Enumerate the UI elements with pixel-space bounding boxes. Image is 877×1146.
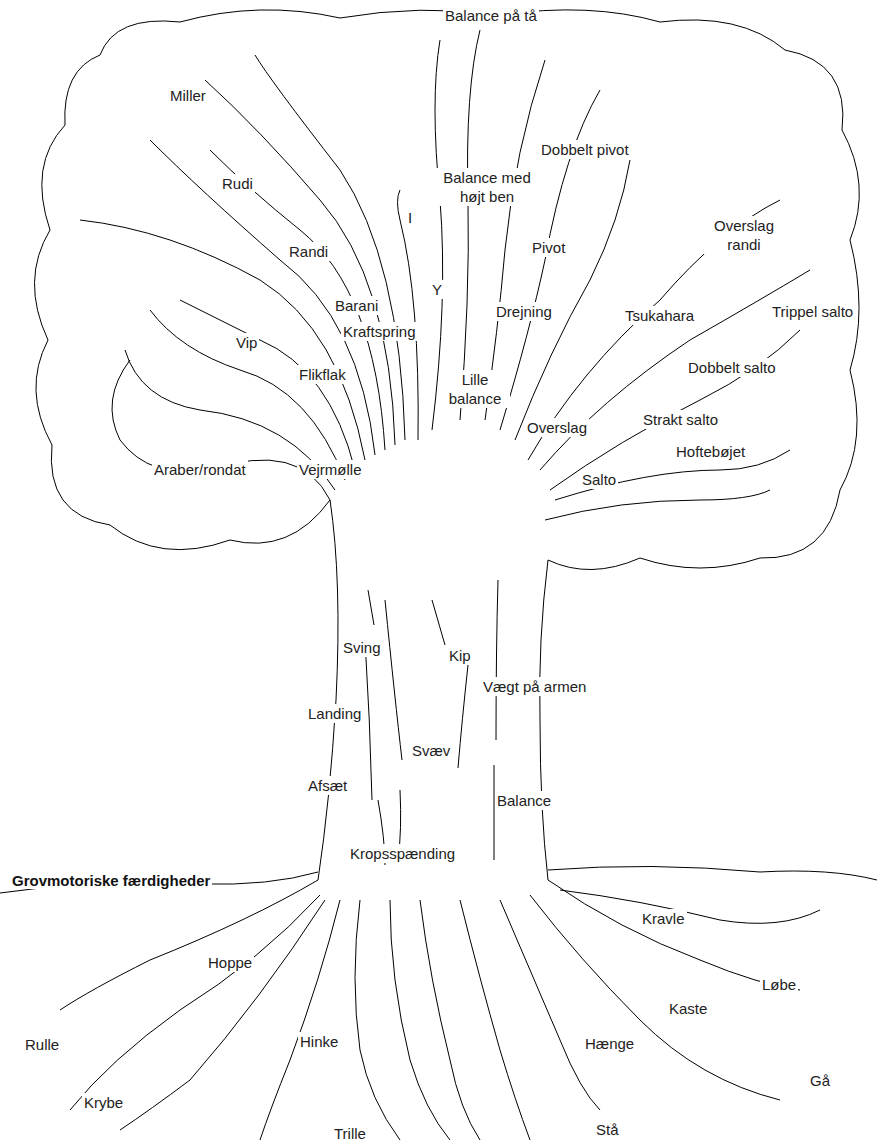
section-heading: Grovmotoriske færdigheder bbox=[10, 872, 212, 889]
skill-label: Tsukahara bbox=[623, 306, 696, 325]
skill-label: Hoftebøjet bbox=[674, 442, 747, 461]
skill-label: Hinke bbox=[298, 1032, 340, 1051]
skill-label: Dobbelt salto bbox=[686, 358, 778, 377]
skill-label: Landing bbox=[306, 704, 363, 723]
skill-label: Miller bbox=[168, 86, 208, 105]
skill-label: Randi bbox=[287, 242, 330, 261]
trunk-outline bbox=[540, 560, 548, 880]
skill-label: Afsæt bbox=[306, 776, 349, 795]
skill-label: Kraftspring bbox=[341, 322, 418, 341]
roots bbox=[60, 880, 820, 1140]
skill-label: Vægt på armen bbox=[481, 677, 588, 696]
skill-label: Strakt salto bbox=[641, 410, 720, 429]
branches bbox=[80, 30, 810, 520]
skill-label: Balance med højt ben bbox=[432, 168, 542, 206]
skill-label: Vejrmølle bbox=[297, 460, 364, 479]
skill-label: Kip bbox=[447, 646, 473, 665]
skill-label: Lille balance bbox=[440, 370, 510, 408]
skill-label: Balance på tå bbox=[443, 6, 539, 25]
skill-label: Pivot bbox=[530, 238, 567, 257]
crown-outline bbox=[34, 10, 859, 570]
skill-label: Barani bbox=[333, 296, 380, 315]
skill-label: Vip bbox=[234, 333, 259, 352]
skill-label: Kravle bbox=[640, 909, 687, 928]
skill-label: Løbe bbox=[760, 975, 798, 994]
skill-label: Rudi bbox=[220, 174, 255, 193]
skill-label: Drejning bbox=[494, 302, 554, 321]
skill-label: Overslag bbox=[525, 418, 589, 437]
skill-label: Trille bbox=[332, 1124, 368, 1143]
skill-label: Hænge bbox=[583, 1034, 636, 1053]
skill-label: Stå bbox=[594, 1120, 621, 1139]
skill-label: Trippel salto bbox=[770, 302, 855, 321]
skill-label: Dobbelt pivot bbox=[539, 140, 631, 159]
skill-label: Gå bbox=[808, 1071, 832, 1090]
skill-label: Flikflak bbox=[297, 365, 348, 384]
skill-label: Hoppe bbox=[206, 953, 254, 972]
skill-label: Y bbox=[430, 280, 444, 299]
skill-label: Svæv bbox=[410, 741, 452, 760]
skill-label: I bbox=[406, 208, 414, 227]
skill-label: Rulle bbox=[23, 1035, 61, 1054]
skill-label: Sving bbox=[341, 638, 383, 657]
bark-lines bbox=[365, 580, 498, 865]
skill-label: Salto bbox=[580, 470, 618, 489]
ground-line bbox=[548, 866, 877, 880]
trunk-outline bbox=[318, 500, 338, 880]
skill-label: Krybe bbox=[82, 1093, 125, 1112]
skill-label: Araber/rondat bbox=[152, 460, 248, 479]
skill-label: Balance bbox=[495, 791, 553, 810]
skill-label: Kaste bbox=[667, 999, 709, 1018]
skill-label: Overslag randi bbox=[702, 216, 786, 254]
skill-label: Kropsspænding bbox=[348, 844, 457, 863]
ground-line bbox=[0, 872, 318, 893]
